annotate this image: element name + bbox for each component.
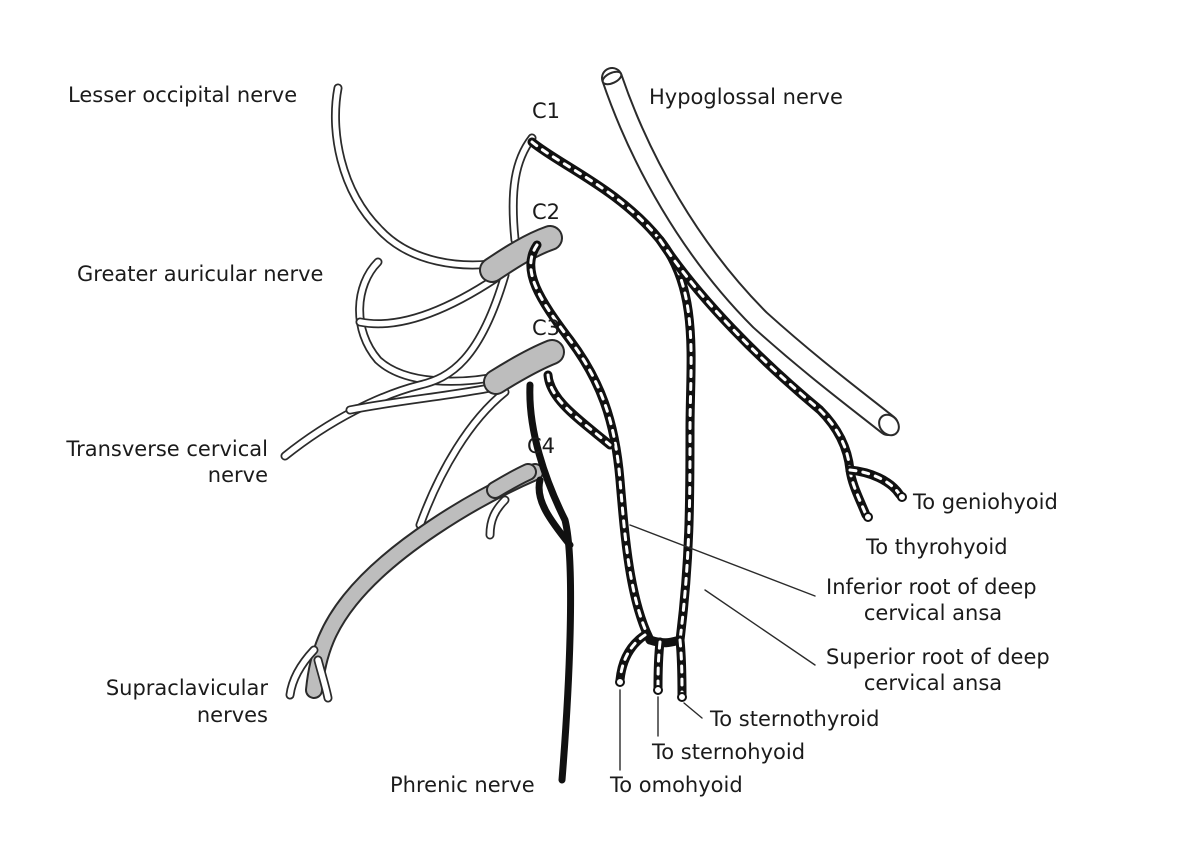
label-to-sternothyroid: To sternothyroid xyxy=(710,707,880,731)
supraclavicular-nerves xyxy=(285,463,544,703)
label-hypoglossal-nerve: Hypoglossal nerve xyxy=(649,85,843,109)
label-transverse-cervical-nerve-line1: Transverse cervical xyxy=(66,437,268,461)
c1-ventral-ramus xyxy=(508,133,537,245)
c4-root xyxy=(486,463,537,499)
leader-sternothyroid xyxy=(683,702,703,719)
label-superior-root-line1: Superior root of deep xyxy=(826,645,1050,669)
label-inferior-root-line2: cervical ansa xyxy=(863,601,1003,625)
label-supraclavicular-nerves-line1: Supraclavicular xyxy=(105,676,268,700)
c1-to-hypoglossal xyxy=(655,235,855,475)
label-to-omohyoid: To omohyoid xyxy=(610,773,743,797)
greater-auricular-nerve xyxy=(355,257,510,386)
ansa-muscular-branches xyxy=(615,630,687,702)
hypoglossal-nerve xyxy=(601,67,900,437)
label-to-geniohyoid: To geniohyoid xyxy=(913,490,1058,514)
leader-lines xyxy=(619,524,816,771)
superior-root-ansa xyxy=(527,137,696,645)
thyrohyoid-geniohyoid-branches xyxy=(845,465,907,522)
c2-root xyxy=(479,225,563,283)
label-c4: C4 xyxy=(527,434,556,458)
label-inferior-root-line1: Inferior root of deep xyxy=(826,575,1037,599)
c3-descending-branch xyxy=(415,387,510,530)
phrenic-nerve xyxy=(526,381,575,784)
label-to-sternohyoid: To sternohyoid xyxy=(652,740,806,764)
label-greater-auricular-nerve: Greater auricular nerve xyxy=(77,262,324,286)
label-c2: C2 xyxy=(532,200,561,224)
lesser-occipital-nerve xyxy=(330,83,510,270)
label-transverse-cervical-nerve-line2: nerve xyxy=(207,463,268,487)
c3-root xyxy=(483,339,565,395)
leader-inferior-root xyxy=(629,524,816,597)
label-c3: C3 xyxy=(532,316,561,340)
leader-superior-root xyxy=(704,589,816,666)
label-lesser-occipital-nerve: Lesser occipital nerve xyxy=(68,83,298,107)
label-superior-root-line2: cervical ansa xyxy=(863,671,1003,695)
label-c1: C1 xyxy=(532,99,561,123)
label-to-thyrohyoid: To thyrohyoid xyxy=(866,535,1008,559)
label-phrenic-nerve: Phrenic nerve xyxy=(390,773,535,797)
inferior-root-ansa xyxy=(526,240,655,645)
label-supraclavicular-nerves-line2: nerves xyxy=(196,703,268,727)
